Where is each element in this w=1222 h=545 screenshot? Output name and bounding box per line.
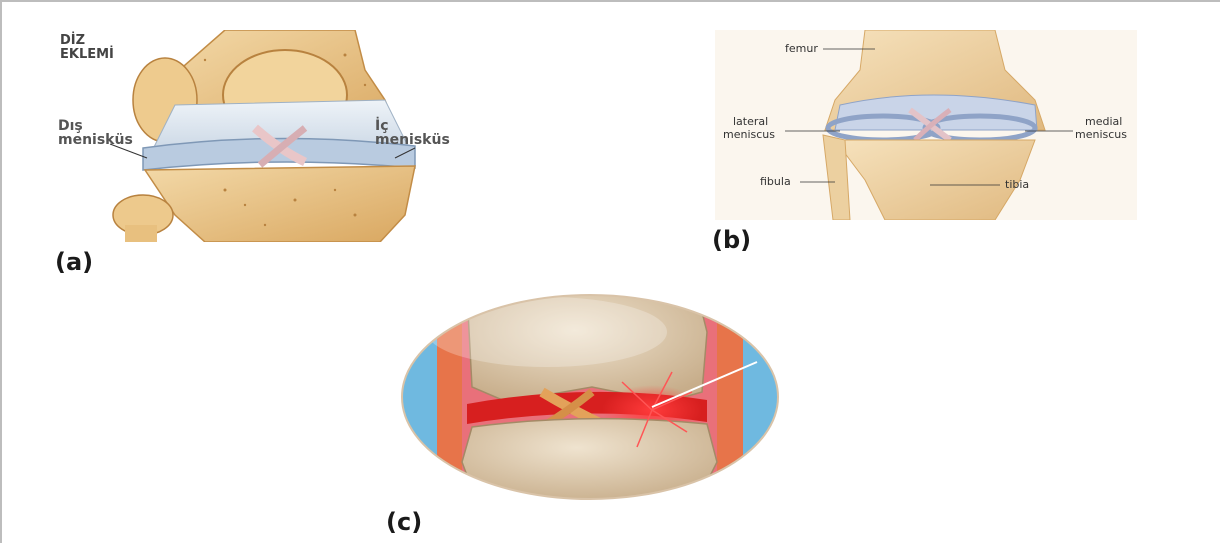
tibia-bone [145, 166, 415, 242]
panel-label-b: (b) [712, 226, 751, 254]
outer-meniscus-label-line2: menisküs [58, 132, 133, 148]
femur-label: femur [785, 42, 818, 55]
knee-joint-tr-svg: DİZ EKLEMİ Dış menisküs İç menisküs [55, 30, 455, 242]
lateral-meniscus-label-line2: meniscus [723, 128, 775, 141]
fibula-shaft [125, 225, 157, 242]
panel-label-c: (c) [386, 508, 422, 536]
glass-highlight [427, 297, 667, 367]
lateral-meniscus-label-line1: lateral [733, 115, 768, 128]
fibula-label: fibula [760, 175, 791, 188]
panel-label-a: (a) [55, 248, 93, 276]
meniscus-injury-svg [397, 292, 783, 502]
title-line1: DİZ [60, 32, 85, 48]
knee-anatomy-en-svg: femur lateral meniscus medial meniscus f… [715, 30, 1137, 220]
medial-meniscus-label-line2: meniscus [1075, 128, 1127, 141]
knee-anatomy-illustration-en: femur lateral meniscus medial meniscus f… [715, 30, 1137, 220]
inner-meniscus-label-line2: menisküs [375, 132, 450, 148]
medial-meniscus-label-line1: medial [1085, 115, 1122, 128]
title-line2: EKLEMİ [60, 46, 114, 62]
tibia-bone [462, 419, 717, 502]
tibia-label: tibia [1005, 178, 1029, 191]
meniscus-injury-illustration [397, 292, 783, 502]
knee-joint-illustration-tr: DİZ EKLEMİ Dış menisküs İç menisküs [55, 30, 455, 242]
